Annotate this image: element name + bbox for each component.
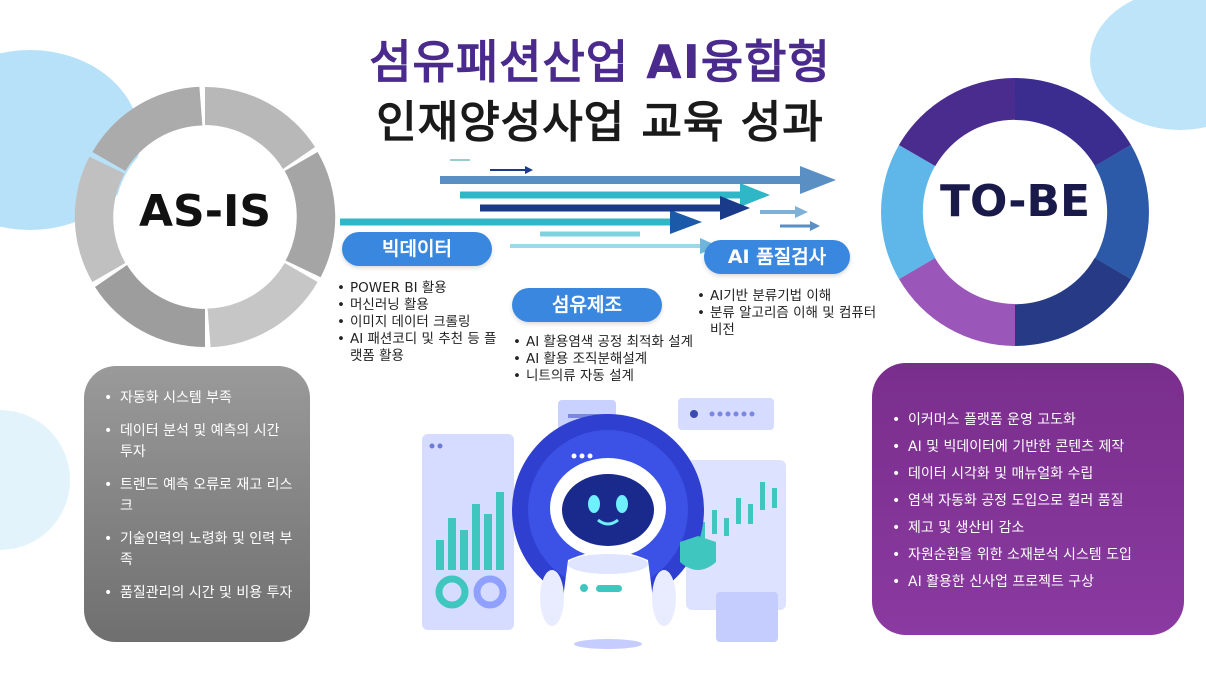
list-item: 니트의류 자동 설계 <box>510 368 710 385</box>
as-is-label: AS-IS <box>138 186 272 237</box>
bigdata-list: POWER BI 활용 머신러닝 활용 이미지 데이터 크롤링 AI 패션코디 … <box>334 280 504 365</box>
to-be-ring <box>881 78 1149 346</box>
list-item: 자동화 시스템 부족 <box>102 388 294 409</box>
list-item: AI기반 분류기법 이해 <box>694 288 884 305</box>
list-item: 머신러닝 활용 <box>334 297 504 314</box>
list-item: 데이터 시각화 및 매뉴얼화 수립 <box>888 461 1170 488</box>
list-item: AI 활용한 신사업 프로젝트 구상 <box>888 569 1170 596</box>
title-line-2: 인재양성사업 교육 성과 <box>376 97 824 148</box>
as-is-ring <box>74 86 336 348</box>
list-item: 데이터 분석 및 예측의 시간 투자 <box>102 421 294 463</box>
list-item: 이커머스 플랫폼 운영 고도화 <box>888 407 1170 434</box>
list-item: POWER BI 활용 <box>334 280 504 297</box>
quality-pill: AI 품질검사 <box>704 240 850 274</box>
list-item: 품질관리의 시간 및 비용 투자 <box>102 583 294 604</box>
arrow-graphic <box>340 159 836 254</box>
quality-list: AI기반 분류기법 이해 분류 알고리즘 이해 및 컴퓨터 비전 <box>694 288 884 339</box>
to-be-box: 이커머스 플랫폼 운영 고도화 AI 및 빅데이터에 기반한 콘텐츠 제작 데이… <box>872 363 1184 635</box>
list-item: AI 활용염색 공정 최적화 설계 <box>510 334 710 351</box>
as-is-box: 자동화 시스템 부족 데이터 분석 및 예측의 시간 투자 트렌드 예측 오류로… <box>84 366 310 642</box>
list-item: AI 및 빅데이터에 기반한 콘텐츠 제작 <box>888 434 1170 461</box>
list-item: AI 패션코디 및 추천 등 플랫폼 활용 <box>334 331 504 365</box>
list-item: 염색 자동화 공정 도입으로 컬러 품질 <box>888 488 1170 515</box>
list-item: 분류 알고리즘 이해 및 컴퓨터 비전 <box>694 305 884 339</box>
list-item: 제고 및 생산비 감소 <box>888 515 1170 542</box>
ai-robot-illustration <box>422 398 786 649</box>
list-item: AI 활용 조직분해설계 <box>510 351 710 368</box>
list-item: 자원순환을 위한 소재분석 시스템 도입 <box>888 542 1170 569</box>
fiber-pill: 섬유제조 <box>512 288 662 322</box>
bigdata-pill: 빅데이터 <box>342 232 492 266</box>
list-item: 이미지 데이터 크롤링 <box>334 314 504 331</box>
fiber-list: AI 활용염색 공정 최적화 설계 AI 활용 조직분해설계 니트의류 자동 설… <box>510 334 710 385</box>
list-item: 기술인력의 노령화 및 인력 부족 <box>102 529 294 571</box>
list-item: 트렌드 예측 오류로 재고 리스크 <box>102 475 294 517</box>
to-be-label: TO-BE <box>939 176 1091 227</box>
title-line-1: 섬유패션산업 AI융합형 <box>369 35 831 89</box>
